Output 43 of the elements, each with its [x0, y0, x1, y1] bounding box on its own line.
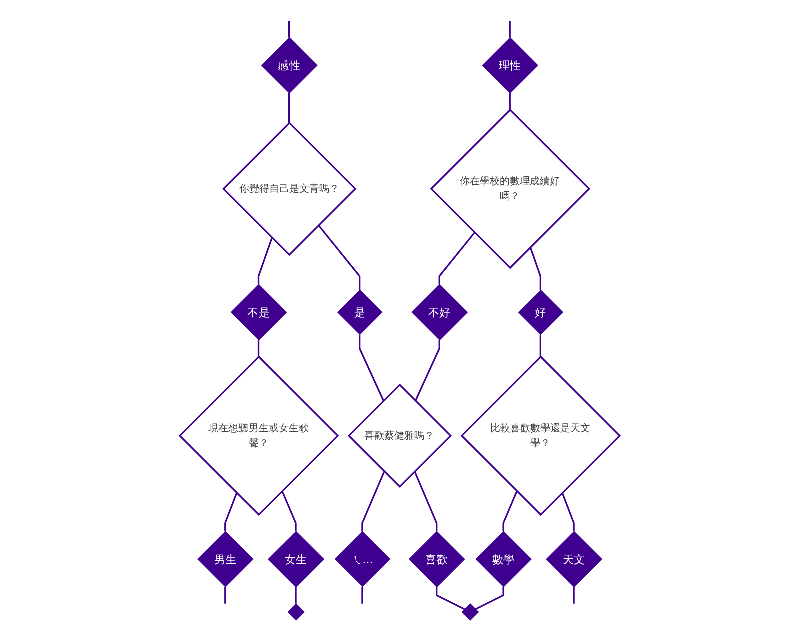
node-diamond: 感性 [261, 37, 318, 94]
node-diamond: 男生 [197, 531, 254, 588]
node-diamond: 天文 [546, 531, 603, 588]
node-diamond: 你在學校的數理成績好嗎？ [430, 108, 591, 270]
node-diamond: 不是 [230, 284, 288, 341]
connector [509, 93, 511, 110]
connector [475, 587, 504, 610]
connector [436, 587, 466, 610]
node-diamond [288, 603, 306, 621]
connector [414, 340, 440, 402]
connector [540, 334, 542, 357]
connector [438, 232, 476, 285]
node-diamond [462, 603, 480, 621]
connector [288, 93, 290, 124]
connector [258, 238, 274, 285]
connector [502, 491, 518, 532]
node-diamond: 是 [337, 290, 383, 336]
connector [573, 587, 575, 604]
node-diamond: 喜歡 [408, 531, 466, 588]
connector [258, 340, 260, 357]
node-diamond: 喜歡蔡健雅嗎？ [348, 384, 452, 488]
connector [414, 471, 438, 532]
connector [318, 225, 361, 290]
node-diamond: 女生 [268, 531, 324, 588]
connector [562, 492, 575, 532]
node-diamond: 好 [518, 290, 564, 336]
node-diamond: 比較喜歡數學還是天文學？ [460, 356, 622, 516]
connector [530, 247, 542, 290]
connector [359, 334, 385, 402]
node-diamond: 不好 [412, 284, 468, 341]
connector [224, 492, 238, 532]
connector [362, 471, 386, 532]
node-diamond: 理性 [482, 37, 539, 94]
connector [509, 21, 511, 38]
connector [295, 587, 297, 604]
node-diamond: 你覺得自己是文青嗎？ [222, 122, 357, 256]
node-diamond: 現在想聽男生或女生歌聲？ [178, 356, 340, 516]
node-diamond: 數學 [476, 531, 532, 588]
connector [282, 490, 297, 532]
connector [224, 587, 226, 604]
connector [288, 21, 290, 38]
connector [362, 586, 364, 604]
node-diamond: ㄟ... [334, 531, 391, 588]
